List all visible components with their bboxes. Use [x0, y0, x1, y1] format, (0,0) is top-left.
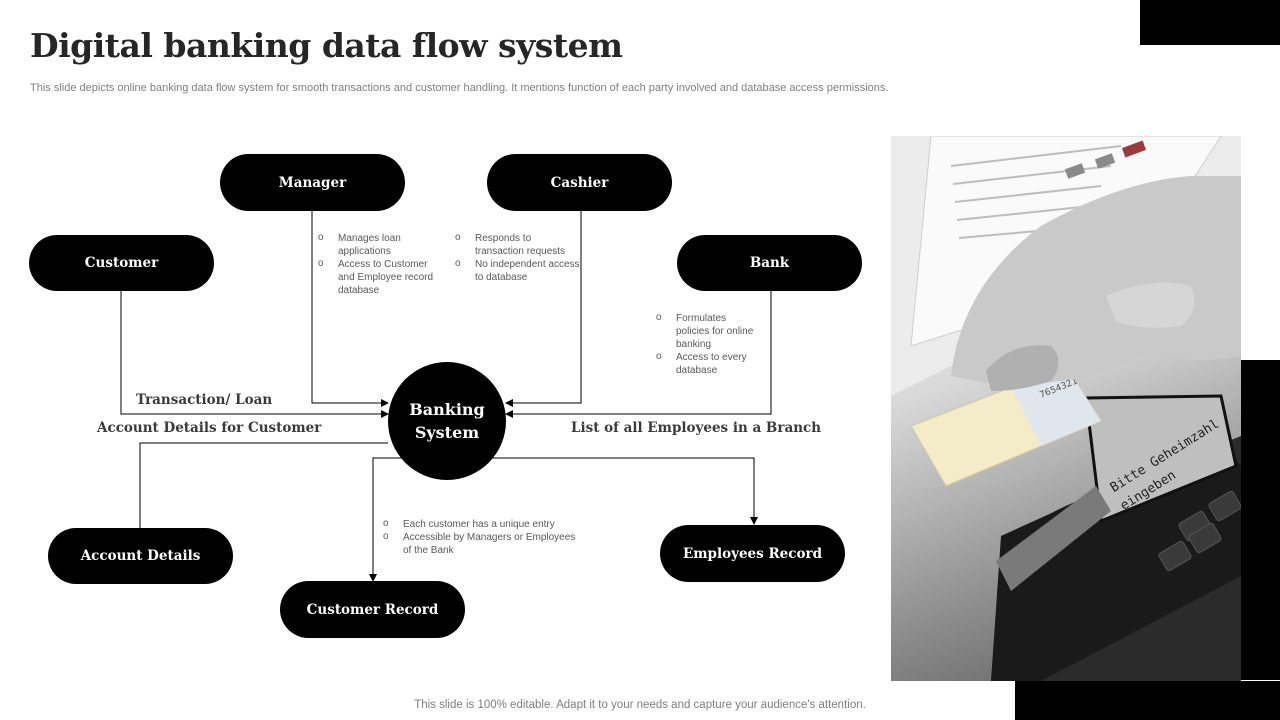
note-item: Accessible by Managers or Employees of t…: [383, 530, 583, 557]
page-subtitle: This slide depicts online banking data f…: [30, 82, 889, 94]
note-item: Access to every database: [656, 350, 761, 377]
cashier-to-hub-line: [505, 210, 582, 407]
note-item: Manages loan applications: [318, 231, 443, 258]
note-item: Formulates policies for online banking: [656, 311, 761, 351]
footer-note: This slide is 100% editable. Adapt it to…: [414, 699, 866, 711]
employees-record-node: Employees Record: [660, 525, 845, 582]
bank-notes: Formulates policies for online banking A…: [656, 311, 761, 377]
payment-terminal-photo: Bitte Geheimzahl eingeben 7654321: [891, 136, 1241, 681]
hub-to-account-details-line: [139, 442, 388, 528]
note-item: Responds to transaction requests: [455, 231, 580, 258]
hub-to-employees-record-line: [447, 457, 758, 525]
note-item: No independent access to database: [455, 257, 580, 284]
note-item: Each customer has a unique entry: [383, 517, 583, 531]
decorative-bar-top: [1140, 0, 1280, 45]
page-title: Digital banking data flow system: [30, 26, 623, 65]
account-details-for-customer-label: Account Details for Customer: [97, 420, 322, 436]
cashier-node: Cashier: [487, 154, 672, 211]
decorative-bar-right: [1241, 360, 1280, 680]
decorative-bar-bottom: [1015, 681, 1280, 720]
manager-notes: Manages loan applications Access to Cust…: [318, 231, 443, 297]
manager-to-hub-line: [311, 210, 389, 407]
bank-node: Bank: [677, 235, 862, 291]
customer-record-notes: Each customer has a unique entry Accessi…: [383, 517, 583, 557]
bank-to-hub-line: [505, 290, 772, 418]
cashier-notes: Responds to transaction requests No inde…: [455, 231, 580, 284]
customer-node: Customer: [29, 235, 214, 291]
hub-label-line2: System: [414, 423, 480, 442]
banking-system-hub: Banking System: [388, 362, 506, 480]
customer-to-hub-line: [120, 290, 389, 418]
hub-label-line1: Banking: [409, 400, 485, 419]
account-details-node: Account Details: [48, 528, 233, 584]
note-item: Access to Customer and Employee record d…: [318, 257, 443, 297]
employees-list-label: List of all Employees in a Branch: [571, 420, 822, 436]
transaction-loan-label: Transaction/ Loan: [136, 392, 273, 408]
customer-record-node: Customer Record: [280, 581, 465, 638]
manager-node: Manager: [220, 154, 405, 211]
